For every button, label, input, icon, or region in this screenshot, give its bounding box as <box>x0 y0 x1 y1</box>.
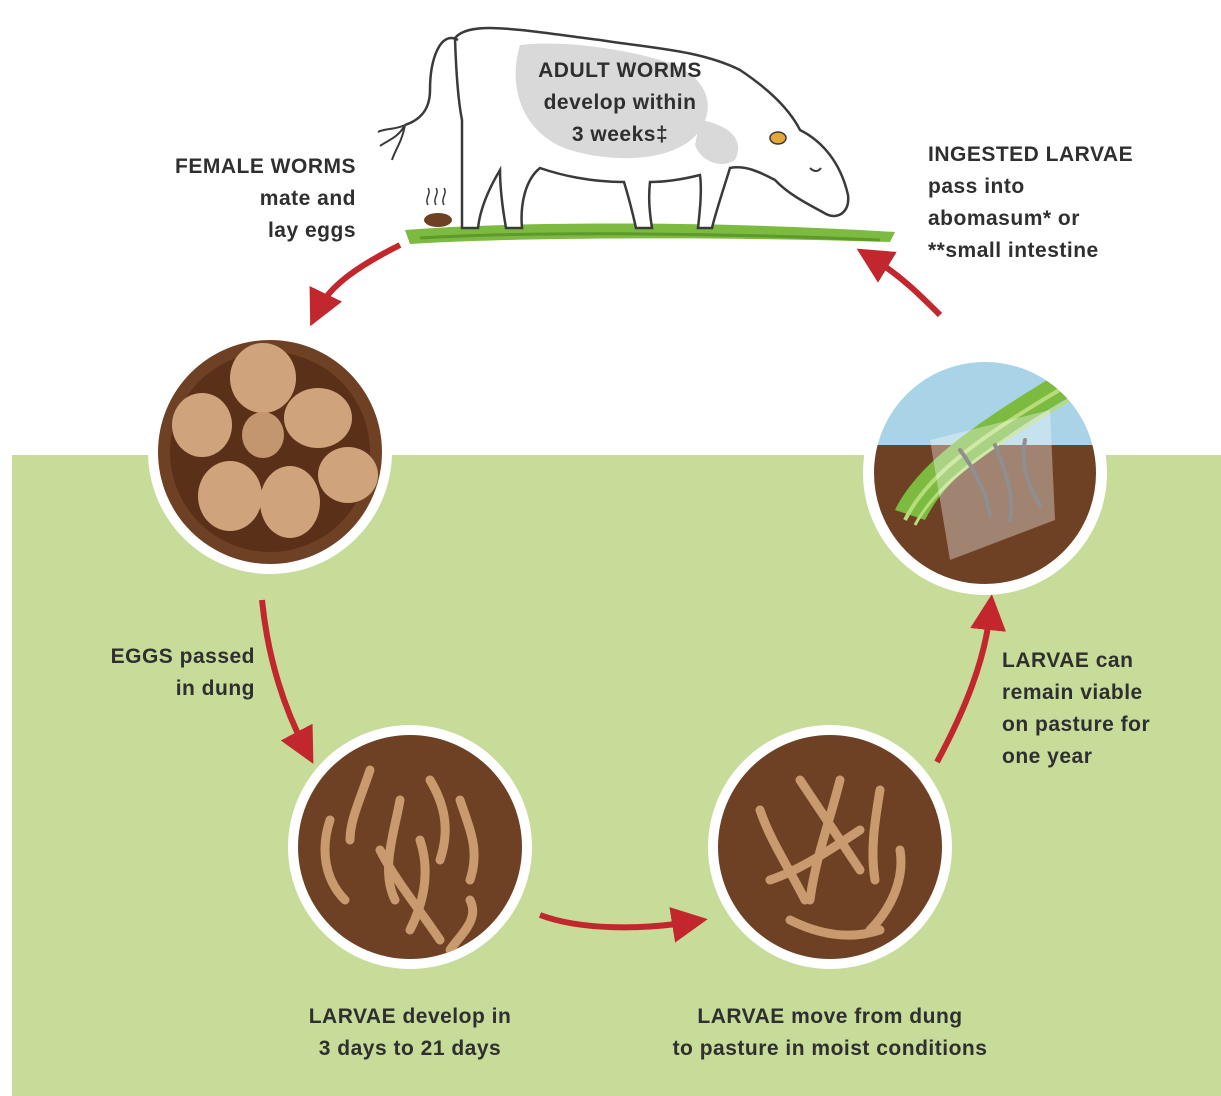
eggs-in-dung-icon <box>148 330 392 574</box>
female-worms-label: FEMALE WORMS mate and lay eggs <box>100 151 356 247</box>
adult-worms-label: ADULT WORMS develop within 3 weeks‡ <box>495 55 745 151</box>
larvae-move-line-1: LARVAE move from dung <box>620 1001 1040 1033</box>
larvae-viable-line-3: on pasture for <box>1002 709 1202 741</box>
arrow-female-to-eggs <box>318 245 400 310</box>
larvae-move-line-2: to pasture in moist conditions <box>620 1033 1040 1065</box>
ingested-larvae-line-3: abomasum* or <box>928 203 1198 235</box>
adult-worms-line-3: 3 weeks‡ <box>495 119 745 151</box>
larvae-develop-line-2: 3 days to 21 days <box>270 1033 550 1065</box>
larvae-in-dung-icon <box>288 725 532 969</box>
adult-worms-line-2: develop within <box>495 87 745 119</box>
larvae-move-label: LARVAE move from dung to pasture in mois… <box>620 1001 1040 1065</box>
eggs-passed-line-1: EGGS passed <box>55 641 255 673</box>
female-worms-line-1: FEMALE WORMS <box>100 151 356 183</box>
eggs-passed-line-2: in dung <box>55 673 255 705</box>
female-worms-line-3: lay eggs <box>100 215 356 247</box>
larvae-develop-label: LARVAE develop in 3 days to 21 days <box>270 1001 550 1065</box>
larvae-viable-line-4: one year <box>1002 741 1202 773</box>
larvae-viable-line-2: remain viable <box>1002 677 1202 709</box>
eggs-passed-label: EGGS passed in dung <box>55 641 255 705</box>
ingested-larvae-label: INGESTED LARVAE pass into abomasum* or *… <box>928 139 1198 267</box>
female-worms-line-2: mate and <box>100 183 356 215</box>
ingested-larvae-line-4: **small intestine <box>928 235 1198 267</box>
adult-worms-line-1: ADULT WORMS <box>495 55 745 87</box>
larvae-develop-line-1: LARVAE develop in <box>270 1001 550 1033</box>
larvae-viable-line-1: LARVAE can <box>1002 645 1202 677</box>
larvae-viable-label: LARVAE can remain viable on pasture for … <box>1002 645 1202 773</box>
ingested-larvae-line-1: INGESTED LARVAE <box>928 139 1198 171</box>
larvae-on-pasture-icon <box>708 725 952 969</box>
ingested-larvae-line-2: pass into <box>928 171 1198 203</box>
